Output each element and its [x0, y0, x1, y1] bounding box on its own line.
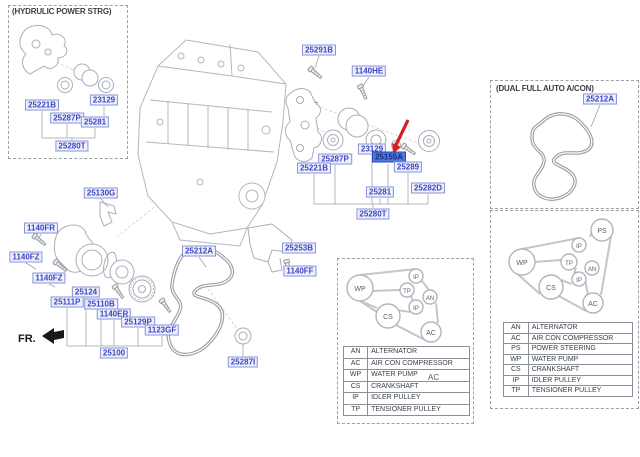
part-label-1140HE[interactable]: 1140HE	[351, 65, 387, 77]
dual-auto-aircon-box	[490, 80, 639, 209]
part-label-25280T-2[interactable]: 25280T	[356, 208, 390, 220]
legend-name: CRANKSHAFT	[527, 364, 634, 376]
pulley-label-cs: CS	[546, 285, 556, 292]
legend-name: TENSIONER PULLEY	[367, 403, 470, 416]
pulley-label-tp: TP	[565, 261, 573, 267]
part-label-1140ER[interactable]: 1140ER	[96, 308, 132, 320]
drive-belt-art	[166, 246, 235, 357]
pulley-label-ac: AC	[588, 301, 598, 308]
part-label-25291B[interactable]: 25291B	[301, 44, 337, 56]
part-label-25287P-2[interactable]: 25287P	[318, 153, 352, 165]
part-label-1140FF[interactable]: 1140FF	[283, 265, 317, 277]
legend-abbr: PS	[503, 343, 529, 355]
legend-abbr: TP	[342, 403, 369, 416]
part-label-25287I[interactable]: 25287I	[227, 356, 259, 368]
pulley-label-wp: WP	[354, 286, 366, 293]
selection-arrow	[392, 119, 410, 154]
part-label-25111P[interactable]: 25111P	[50, 296, 84, 308]
pulley-label-an: AN	[426, 296, 434, 302]
pulley-label-ip2: IP	[413, 306, 419, 312]
legend-name: TENSIONER PULLEY	[527, 385, 634, 397]
part-label-25212A-right[interactable]: 25212A	[582, 93, 618, 105]
part-label-1123GF[interactable]: 1123GF	[144, 324, 180, 336]
belt-routing-diagram-small: WP IP TP AN IP CS AC	[346, 268, 442, 343]
part-label-25130G[interactable]: 25130G	[83, 187, 119, 199]
pulley-label-an: AN	[588, 267, 596, 273]
part-label-25100[interactable]: 25100	[99, 347, 129, 359]
hydraulic-box-parts-art	[19, 24, 114, 93]
part-label-1140FZ[interactable]: 1140FZ	[9, 251, 43, 263]
legend-abbr: AN	[503, 322, 529, 334]
stray-ac-label: AC	[428, 373, 440, 382]
pulley-label-wp: WP	[516, 260, 528, 267]
legend-abbr: CS	[342, 380, 369, 393]
fr-label: FR.	[18, 333, 36, 345]
water-pump-parts-art	[53, 201, 156, 303]
legend-abbr: WP	[342, 369, 369, 382]
belt-routing-box	[337, 258, 474, 424]
pulley-label-tp: TP	[403, 289, 411, 295]
pulley-label-ip1: IP	[413, 275, 419, 281]
fr-direction-arrow-icon	[42, 328, 64, 344]
engine-line-art	[137, 39, 319, 247]
legend-name: IDLER PULLEY	[367, 392, 470, 405]
belt-routing-diagram-right: PS IP WP TP AN IP CS AC	[508, 218, 614, 314]
hydraulic-box-title: (HYDRULIC POWER STRG)	[12, 7, 112, 16]
legend-name: IDLER PULLEY	[527, 374, 634, 386]
legend-abbr: IP	[342, 392, 369, 405]
legend-name: ALTERNATOR	[367, 346, 470, 359]
part-label-25287P[interactable]: 25287P	[50, 112, 84, 124]
part-label-1140FZ-2[interactable]: 1140FZ	[32, 272, 66, 284]
part-label-25221B-2[interactable]: 25221B	[296, 162, 332, 174]
legend-abbr: WP	[503, 353, 529, 365]
pulley-label-ac: AC	[426, 330, 436, 337]
bracket-parts-art	[234, 223, 293, 345]
legend-name: ALTERNATOR	[527, 322, 634, 334]
legend-abbr: TP	[503, 385, 529, 397]
part-label-1140FR[interactable]: 1140FR	[23, 222, 59, 234]
legend-abbr: IP	[503, 374, 529, 386]
part-label-25282D[interactable]: 25282D	[410, 182, 446, 194]
pulley-label-cs: CS	[383, 314, 393, 321]
part-label-25253B[interactable]: 25253B	[281, 242, 317, 254]
legend-abbr: CS	[503, 364, 529, 376]
part-label-23129[interactable]: 23129	[89, 94, 119, 106]
legend-abbr: AC	[503, 332, 529, 344]
part-label-25281-2[interactable]: 25281	[365, 186, 395, 198]
part-label-25129P[interactable]: 25129P	[121, 316, 155, 328]
pulley-label-ps: PS	[597, 228, 607, 235]
part-label-25280T[interactable]: 25280T	[55, 140, 89, 152]
dual-box-title: (DUAL FULL AUTO A/CON)	[496, 84, 594, 93]
legend-name: POWER STEERING	[527, 343, 634, 355]
part-label-25124[interactable]: 25124	[71, 286, 101, 298]
legend-name: AIR CON COMPRESSOR	[527, 332, 634, 344]
legend-name: AIR CON COMPRESSOR	[367, 357, 470, 370]
part-label-25289[interactable]: 25289	[393, 161, 423, 173]
part-label-25221B[interactable]: 25221B	[24, 99, 60, 111]
part-label-25155A-selected[interactable]: 25155A	[371, 151, 407, 163]
legend-abbr: AN	[342, 346, 369, 359]
pulley-label-ip2: IP	[576, 278, 582, 284]
legend-name: CRANKSHAFT	[367, 380, 470, 393]
part-label-25281[interactable]: 25281	[80, 116, 110, 128]
dual-aircon-belt-art	[530, 112, 594, 201]
legend-name: WATER PUMP	[367, 369, 470, 382]
part-label-25212A[interactable]: 25212A	[181, 245, 217, 257]
dual-auto-aircon-routing-box	[490, 210, 639, 409]
legend-abbr: AC	[342, 357, 369, 370]
hydraulic-power-strg-box	[8, 5, 128, 159]
pulley-label-ip1: IP	[576, 244, 582, 250]
legend-name: WATER PUMP	[527, 353, 634, 365]
